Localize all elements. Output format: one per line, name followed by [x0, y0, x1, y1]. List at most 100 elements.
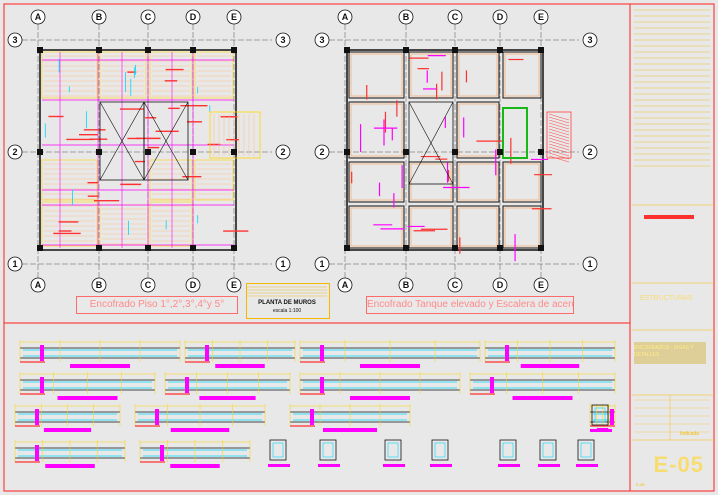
stair-hatch: [548, 119, 570, 127]
section-label-bar: [318, 464, 340, 467]
column: [231, 245, 237, 251]
column: [452, 149, 458, 155]
axis-bubble: [275, 144, 291, 160]
wall-band: [458, 53, 498, 97]
axis-label: 2: [12, 147, 17, 157]
wall-room: [348, 161, 405, 203]
water-tank: [502, 107, 528, 159]
axis-label: 3: [12, 35, 17, 45]
section-stirrup: [580, 442, 592, 458]
beam-label-bar: [199, 396, 256, 400]
building-outline: [39, 49, 237, 251]
axis-label: B: [403, 12, 410, 22]
stair-bay: [209, 111, 261, 159]
column: [403, 47, 409, 53]
column: [145, 47, 151, 53]
column: [37, 245, 43, 251]
beam-label-bar: [43, 428, 92, 432]
wall-band: [410, 53, 452, 97]
stair-hatch: [548, 131, 570, 139]
axis-bubble: [7, 32, 23, 48]
beam-label-bar: [215, 364, 265, 368]
slab-panel: [41, 51, 98, 99]
slab-panel: [41, 159, 98, 201]
axis-label: B: [403, 280, 410, 290]
axis-label: 3: [587, 35, 592, 45]
axis-bubble: [7, 144, 23, 160]
section-label-bar: [538, 464, 560, 467]
axis-bubble: [582, 256, 598, 272]
beam-label-bar: [70, 364, 130, 368]
stair-hatch: [548, 149, 570, 157]
column: [145, 245, 151, 251]
wall-band: [350, 207, 403, 247]
axis-bubble: [492, 277, 508, 293]
section-detail: [539, 439, 557, 461]
section-detail: [591, 404, 609, 426]
section-label-bar: [590, 429, 612, 432]
beam-label-bar: [360, 364, 420, 368]
legend-scale: escala 1:100: [272, 308, 302, 314]
axis-label: B: [96, 12, 103, 22]
wall-room: [408, 161, 454, 203]
axis-label: 1: [12, 259, 17, 269]
axis-label: E: [231, 280, 237, 290]
column: [497, 149, 503, 155]
beam-label-bar: [512, 396, 573, 400]
wall-band: [350, 103, 403, 157]
column-mark: [155, 409, 159, 425]
axis-bubble: [30, 277, 46, 293]
slab-panel: [149, 201, 193, 247]
void-cross: [408, 101, 454, 185]
axis-bubble: [398, 9, 414, 25]
stair-hatch: [548, 116, 570, 124]
section-label-bar: [268, 464, 290, 467]
axis-bubble: [7, 256, 23, 272]
column-mark: [40, 345, 44, 361]
wall-room: [502, 161, 542, 203]
axis-bubble: [185, 9, 201, 25]
wall-room: [408, 51, 454, 99]
axis-label: 1: [280, 259, 285, 269]
axis-label: 1: [587, 259, 592, 269]
column: [452, 245, 458, 251]
wall-band: [458, 163, 498, 201]
column-mark: [490, 377, 494, 393]
title-highlight: [634, 342, 706, 364]
column: [37, 149, 43, 155]
axis-bubble: [314, 32, 330, 48]
axis-label: E: [231, 12, 237, 22]
stair-hatch: [548, 134, 570, 142]
scale-note: Indicada: [680, 431, 699, 437]
column-mark: [35, 445, 39, 461]
stair-hatch: [548, 155, 570, 163]
section-label-bar: [576, 464, 598, 467]
stair-hatch: [548, 128, 570, 136]
axis-bubble: [582, 144, 598, 160]
column-mark: [310, 409, 314, 425]
column-mark: [185, 377, 189, 393]
section-stirrup: [594, 407, 606, 423]
column: [538, 149, 544, 155]
axis-label: D: [497, 12, 504, 22]
section-stirrup: [502, 442, 514, 458]
wall-room: [348, 101, 405, 159]
beam-label-bar: [170, 464, 220, 468]
column: [231, 149, 237, 155]
stair-hatch: [548, 152, 570, 160]
stair-void: [143, 101, 189, 181]
axis-bubble: [91, 277, 107, 293]
wall-band: [504, 163, 540, 201]
void-cross: [99, 101, 145, 181]
axis-label: D: [497, 280, 504, 290]
axis-bubble: [140, 9, 156, 25]
column-mark: [205, 345, 209, 361]
column: [190, 245, 196, 251]
section-stirrup: [542, 442, 554, 458]
column-mark: [160, 445, 164, 461]
wall-room: [456, 161, 500, 203]
steel-stair: [546, 111, 572, 159]
axis-label: 3: [319, 35, 324, 45]
void-cross: [143, 101, 189, 181]
